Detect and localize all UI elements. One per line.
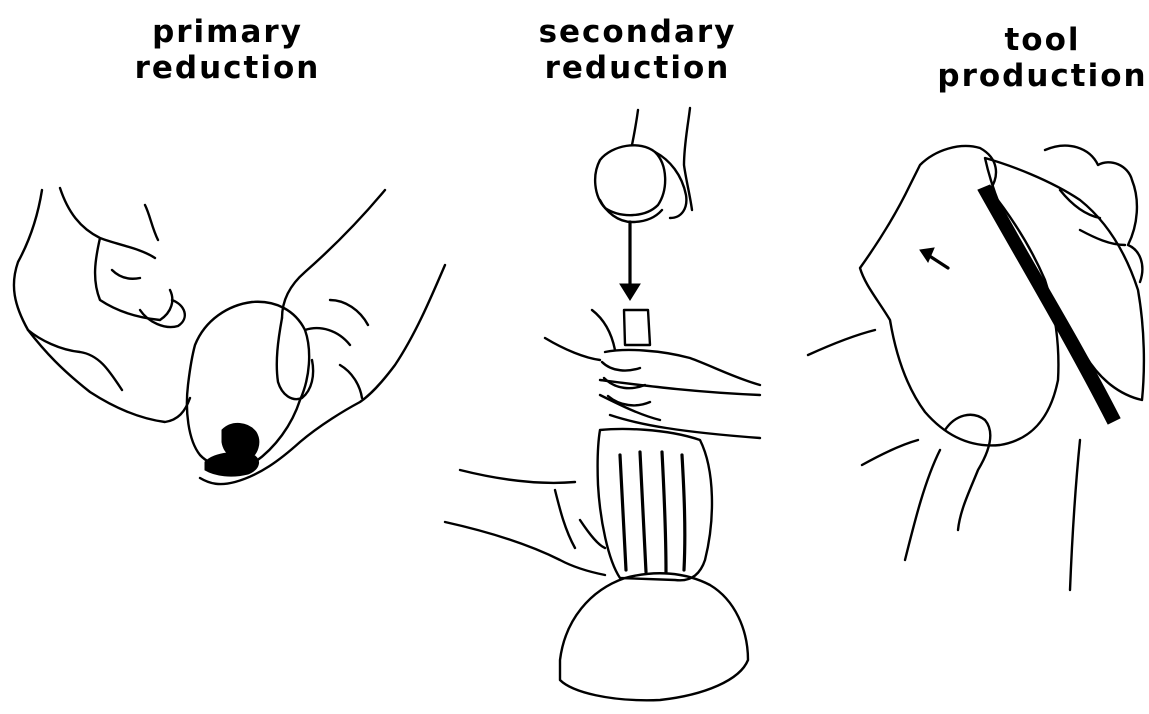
secondary-reduction-illustration xyxy=(445,108,760,700)
left-hand-outline xyxy=(14,190,190,422)
hammerstone xyxy=(595,145,665,215)
label-line: reduction xyxy=(525,50,750,86)
middle-hand xyxy=(545,310,760,438)
core-being-worked xyxy=(598,429,712,580)
label-line: production xyxy=(930,58,1149,94)
lower-hand xyxy=(445,470,605,575)
core-flake-detached xyxy=(205,453,259,476)
label-tool-production: tool production xyxy=(930,22,1149,94)
thumb-on-pad xyxy=(945,415,990,530)
primary-reduction-illustration xyxy=(14,188,445,484)
label-line: primary xyxy=(115,14,340,50)
hand-with-pad xyxy=(860,146,1058,445)
left-hand-knuckles xyxy=(112,205,158,279)
pressure-flaker xyxy=(978,185,1120,424)
label-line: tool xyxy=(930,22,1149,58)
strike-arrowhead xyxy=(620,284,640,300)
hand-wrist-lines xyxy=(808,330,1080,590)
tool-production-illustration xyxy=(808,146,1144,590)
label-line: secondary xyxy=(525,14,750,50)
label-line: reduction xyxy=(115,50,340,86)
left-thumb xyxy=(140,300,185,327)
label-primary-reduction: primary reduction xyxy=(115,14,340,86)
antler-punch xyxy=(624,310,650,345)
label-secondary-reduction: secondary reduction xyxy=(525,14,750,86)
pressure-direction-arrow xyxy=(928,255,948,268)
right-hand-fingers xyxy=(305,300,368,398)
core-flake-lines xyxy=(620,452,685,572)
anvil-stone xyxy=(560,573,748,700)
pressure-arrowhead xyxy=(920,248,934,262)
